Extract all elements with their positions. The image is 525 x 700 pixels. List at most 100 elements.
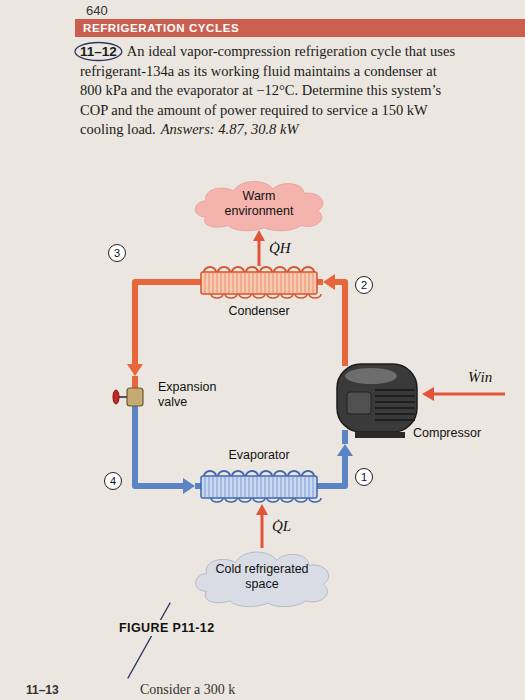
coil-bend bbox=[225, 498, 237, 502]
pipe-stub bbox=[342, 352, 348, 366]
coil-body bbox=[201, 272, 317, 294]
connector bbox=[323, 444, 353, 486]
cloud-label: Cold refrigerated space bbox=[209, 562, 315, 592]
coil-fin bbox=[205, 477, 206, 497]
coil-fin bbox=[237, 273, 238, 293]
compressor-fin bbox=[375, 395, 415, 397]
state-number-text: 4 bbox=[110, 476, 116, 487]
compressor-fin bbox=[375, 413, 415, 415]
answers: Answers: 4.87, 30.8 kW bbox=[161, 121, 299, 137]
problem-statement: 11–12An ideal vapor-compression refriger… bbox=[80, 42, 458, 140]
coil-bend bbox=[218, 267, 230, 272]
coil-fin bbox=[277, 477, 278, 497]
coil-fin bbox=[289, 273, 290, 293]
coil-fin bbox=[277, 273, 278, 293]
coil-fin bbox=[209, 477, 210, 497]
coil-fin bbox=[281, 273, 282, 293]
compressor-base bbox=[355, 432, 405, 438]
pen-circle bbox=[75, 43, 122, 61]
coil-bend bbox=[295, 498, 307, 502]
coil-bend bbox=[232, 471, 244, 476]
coil-fin bbox=[309, 477, 310, 497]
coil-bend bbox=[309, 294, 321, 298]
page-number: 640 bbox=[86, 3, 108, 19]
coil-fin bbox=[257, 273, 258, 293]
coil-bend bbox=[239, 498, 251, 502]
coil-fin bbox=[213, 273, 214, 293]
coil-bend bbox=[267, 498, 279, 502]
coil-body bbox=[201, 476, 317, 498]
pen-marks bbox=[75, 43, 122, 61]
coil-fin bbox=[289, 477, 290, 497]
coil-fin bbox=[245, 477, 246, 497]
coil-drawing bbox=[195, 470, 323, 502]
coil-bend bbox=[253, 294, 265, 298]
coil-fin bbox=[293, 273, 294, 293]
arrow-head bbox=[323, 274, 335, 290]
arrow-head bbox=[127, 364, 143, 376]
cold-space-cloud: Cold refrigerated space bbox=[189, 546, 335, 608]
coil-bend bbox=[309, 498, 321, 502]
coil-fin bbox=[233, 477, 234, 497]
coil-fin bbox=[229, 273, 230, 293]
coil-bend bbox=[267, 294, 279, 298]
refrigerant-pipe bbox=[323, 452, 345, 486]
coil-fin bbox=[309, 273, 310, 293]
heat-flow-arrow bbox=[261, 512, 264, 548]
pipe-stub bbox=[132, 405, 138, 418]
compressor-shell bbox=[337, 364, 417, 432]
coil-bend bbox=[232, 267, 244, 272]
coil-fin bbox=[261, 477, 262, 497]
coil-fin bbox=[297, 273, 298, 293]
coil-bend bbox=[246, 471, 258, 476]
header-title: REFRIGERATION CYCLES bbox=[75, 19, 525, 37]
pipe-stub bbox=[132, 376, 138, 389]
coil-bend bbox=[239, 294, 251, 298]
coil-bend bbox=[281, 498, 293, 502]
coil-bend bbox=[204, 267, 216, 272]
coil-fin bbox=[269, 273, 270, 293]
component-label: Evaporator bbox=[195, 448, 323, 463]
evaporator-coil: Evaporator bbox=[195, 448, 323, 504]
coil-fin bbox=[225, 477, 226, 497]
cloud-label: Warm environment bbox=[213, 189, 305, 219]
coil-bend bbox=[218, 471, 230, 476]
coil-bend bbox=[204, 471, 216, 476]
connector bbox=[135, 418, 195, 494]
coil-fin bbox=[273, 273, 274, 293]
problem-number: 11–12 bbox=[80, 44, 117, 59]
state-number-text: 2 bbox=[361, 280, 367, 291]
coil-fin bbox=[205, 273, 206, 293]
warm-environment-cloud: Warm environment bbox=[189, 176, 329, 232]
compressor-fin bbox=[375, 401, 415, 403]
pen-stroke bbox=[128, 603, 170, 678]
refrigerant-pipe bbox=[331, 282, 345, 352]
refrigerant-pipe bbox=[135, 282, 195, 368]
arrow-head bbox=[337, 444, 353, 456]
compressor-fin bbox=[375, 389, 415, 391]
coil-bend bbox=[225, 294, 237, 298]
coil-fin bbox=[209, 273, 210, 293]
coil-fin bbox=[293, 477, 294, 497]
state-number-text: 1 bbox=[361, 472, 367, 483]
coil-fin bbox=[221, 273, 222, 293]
component-label: Condenser bbox=[195, 304, 323, 319]
coil-bend bbox=[288, 471, 300, 476]
compressor-fin bbox=[375, 419, 415, 421]
connector bbox=[323, 274, 345, 352]
cloud-outline bbox=[196, 552, 329, 606]
state-number: 1 bbox=[355, 468, 373, 486]
coil-bend bbox=[302, 471, 314, 476]
heat-flow-label: Q̇L bbox=[270, 517, 293, 535]
coil-bend bbox=[274, 471, 286, 476]
coil-fin bbox=[273, 477, 274, 497]
state-number: 3 bbox=[108, 244, 126, 262]
coil-fin bbox=[253, 273, 254, 293]
coil-fin bbox=[297, 477, 298, 497]
coil-bend bbox=[260, 471, 272, 476]
coil-bend bbox=[211, 498, 223, 502]
header-band: REFRIGERATION CYCLES bbox=[75, 19, 525, 37]
coil-fin bbox=[213, 477, 214, 497]
coil-fin bbox=[269, 477, 270, 497]
valve-handwheel bbox=[113, 390, 119, 404]
